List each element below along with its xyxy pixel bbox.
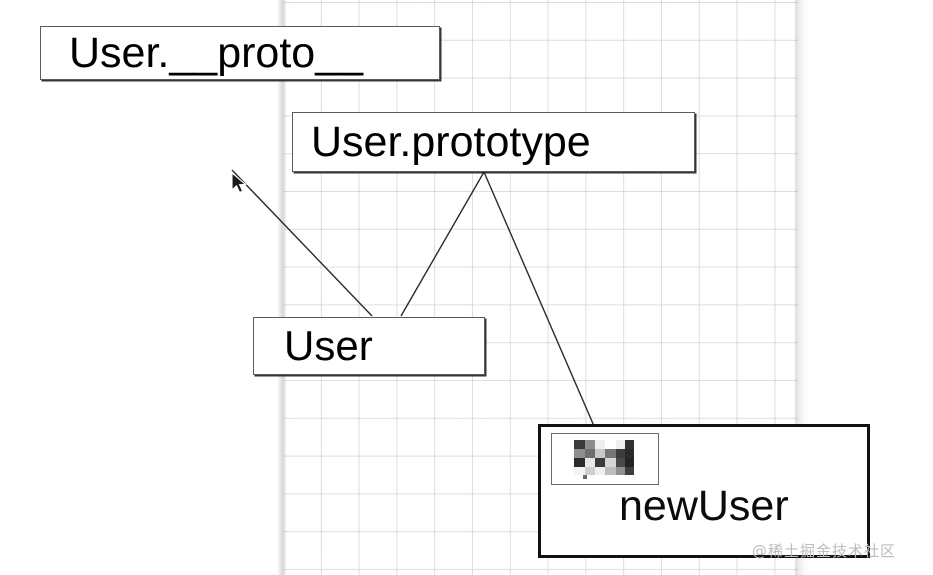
node-label: User: [284, 322, 373, 369]
node-user[interactable]: User: [253, 317, 485, 375]
blurred-redacted-box[interactable]: [551, 433, 659, 485]
node-label: User.__proto__: [69, 28, 364, 77]
pixelated-text-glyph: [574, 440, 634, 479]
node-user-dunder-proto[interactable]: User.__proto__: [40, 26, 440, 80]
watermark: @稀土掘金技术社区: [752, 542, 897, 560]
node-new-user[interactable]: newUser: [538, 424, 870, 558]
node-user-prototype[interactable]: User.prototype: [292, 112, 695, 172]
canvas-left-margin: [0, 0, 284, 575]
node-label: newUser: [619, 482, 789, 530]
mouse-pointer-icon: [231, 172, 247, 194]
node-label: User.prototype: [311, 117, 591, 166]
